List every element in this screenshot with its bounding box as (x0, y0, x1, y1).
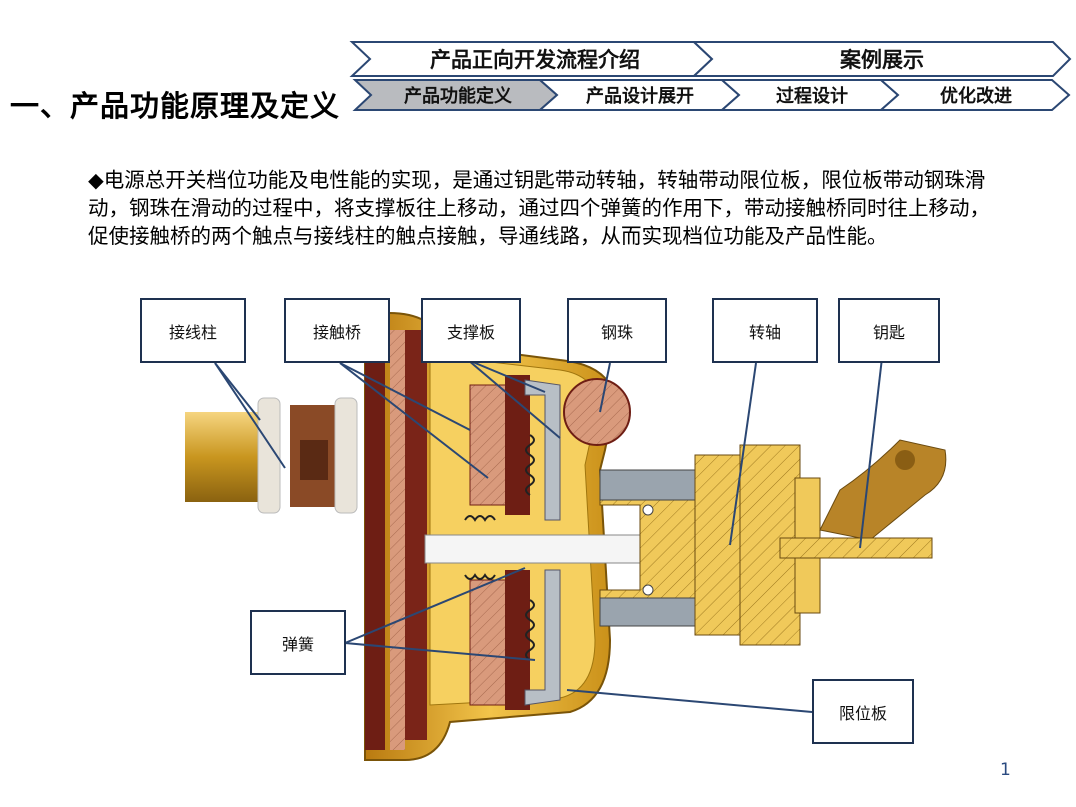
label-limit-plate: 限位板 (812, 679, 914, 744)
label-support-plate-text: 支撑板 (446, 322, 495, 342)
nav-bottom-label-1: 产品功能定义 (404, 85, 512, 107)
central-rod (424, 534, 656, 564)
springs (464, 434, 535, 661)
label-terminal-text: 接线柱 (168, 322, 217, 342)
nav-top-step-2[interactable] (691, 41, 1072, 77)
nav-bottom-label-2: 产品设计展开 (586, 85, 694, 107)
terminal-bolt (185, 397, 358, 514)
description-paragraph: ◆电源总开关档位功能及电性能的实现，是通过钥匙带动转轴，转轴带动限位板，限位板带… (88, 166, 1008, 250)
section-title: 一、产品功能原理及定义 (10, 89, 341, 123)
label-contact-bridge: 接触桥 (284, 298, 390, 363)
nav-bottom-step-4[interactable] (878, 79, 1071, 111)
description-text: ◆电源总开关档位功能及电性能的实现，是通过钥匙带动转轴，转轴带动限位板，限位板带… (88, 168, 990, 248)
label-terminal: 接线柱 (140, 298, 246, 363)
key (819, 439, 947, 541)
label-key: 钥匙 (838, 298, 940, 363)
nav-top-label-1: 产品正向开发流程介绍 (430, 48, 640, 72)
label-contact-bridge-text: 接触桥 (312, 322, 361, 342)
label-shaft-text: 转轴 (748, 322, 781, 342)
label-shaft: 转轴 (712, 298, 818, 363)
label-key-text: 钥匙 (872, 322, 905, 342)
label-limit-plate-text: 限位板 (838, 703, 887, 723)
label-steel-ball-text: 钢珠 (600, 322, 633, 342)
steel-ball (563, 378, 631, 446)
label-support-plate: 支撑板 (421, 298, 521, 363)
label-spring: 弹簧 (250, 610, 346, 675)
nav-top-label-2: 案例展示 (839, 48, 924, 72)
page-number: 1 (1000, 760, 1011, 780)
insulation-plate (365, 325, 385, 750)
label-steel-ball: 钢珠 (567, 298, 667, 363)
nav-bottom-label-4: 优化改进 (940, 85, 1012, 107)
label-spring-text: 弹簧 (281, 634, 314, 654)
nav-bottom-label-3: 过程设计 (776, 85, 848, 107)
